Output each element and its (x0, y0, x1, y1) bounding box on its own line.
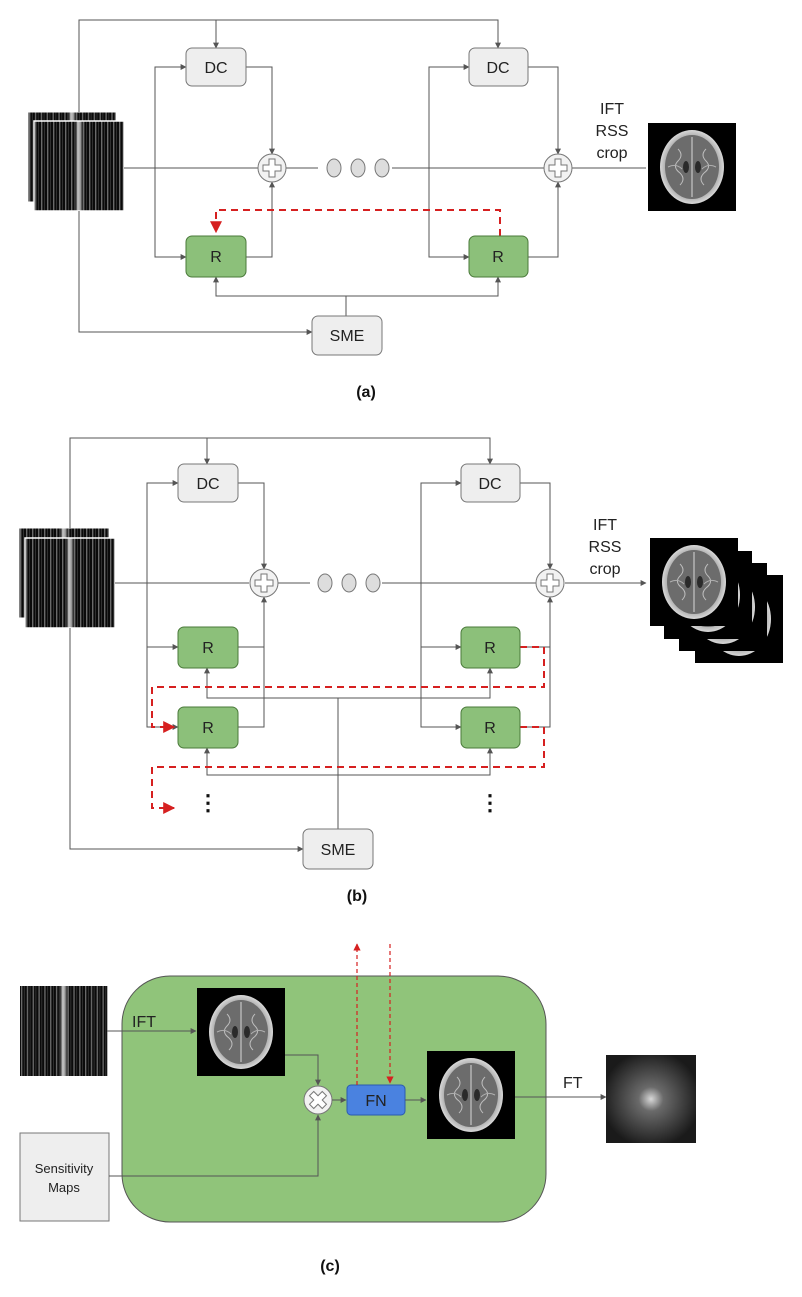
fn-label: FN (365, 1093, 386, 1110)
r-label: R (484, 640, 496, 657)
diagram-a: DC DC R R SME IFT RSS cro (27, 19, 737, 401)
dc-label: DC (196, 476, 219, 493)
fn-block: FN (346, 1084, 406, 1116)
mri-brain-icon (426, 1050, 516, 1140)
caption-b: (b) (347, 888, 367, 905)
r-block-b2-top: R (460, 626, 521, 669)
output-op-rss: RSS (589, 539, 622, 556)
mri-brain-icon (196, 987, 286, 1077)
output-op-ift: IFT (593, 517, 617, 534)
dc-label: DC (204, 60, 227, 77)
sum-node-icon (535, 568, 565, 598)
cascade-ellipsis (317, 573, 381, 593)
r-block-a2: R (468, 235, 529, 278)
sum-node-icon (543, 153, 573, 183)
dc-block-a1: DC (185, 47, 247, 87)
r-block-a1: R (185, 235, 247, 278)
sensitivity-maps-block: Sensitivity Maps (19, 1132, 110, 1222)
r-label: R (210, 249, 222, 266)
output-op-ift: IFT (600, 101, 624, 118)
ift-label: IFT (132, 1014, 156, 1031)
r-block-b1-top: R (177, 626, 239, 669)
output-op-crop: crop (596, 145, 627, 162)
caption-c: (c) (320, 1258, 340, 1275)
dc-block-a2: DC (468, 47, 529, 87)
sum-node-icon (249, 568, 279, 598)
cascade-ellipsis (326, 158, 390, 178)
kspace-stack-icon (18, 527, 116, 629)
r-label: R (202, 720, 214, 737)
kspace-input-icon (20, 986, 108, 1076)
sme-label: SME (321, 842, 356, 859)
dc-block-b1: DC (177, 463, 239, 503)
diagram-b: DC DC R R R R ⋮ ⋮ SME (18, 437, 784, 905)
stack-ellipsis: ⋮ (197, 790, 219, 815)
output-op-rss: RSS (596, 123, 629, 140)
sensitivity-label-line2: Maps (48, 1180, 80, 1195)
mri-brain-stack-icon (649, 537, 784, 664)
caption-a: (a) (356, 384, 376, 401)
r-block-b2-bottom: R (460, 706, 521, 749)
r-label: R (484, 720, 496, 737)
kspace-stack-icon (27, 111, 125, 212)
output-op-crop: crop (589, 561, 620, 578)
sme-block-a: SME (311, 315, 383, 356)
sme-label: SME (330, 328, 365, 345)
sensitivity-label-line1: Sensitivity (35, 1161, 94, 1176)
sme-block-b: SME (302, 828, 374, 870)
sum-node-icon (257, 153, 287, 183)
diagram-c: IFT Sensitivity Maps FN FT (c) (19, 943, 696, 1275)
stack-ellipsis: ⋮ (479, 790, 501, 815)
r-block-b1-bottom: R (177, 706, 239, 749)
r-label: R (202, 640, 214, 657)
multiply-node-icon (303, 1085, 333, 1115)
kspace-spectrum-icon (606, 1055, 696, 1143)
dc-label: DC (486, 60, 509, 77)
dc-block-b2: DC (460, 463, 521, 503)
mri-brain-icon (647, 122, 737, 212)
r-label: R (492, 249, 504, 266)
dc-label: DC (478, 476, 501, 493)
ft-label: FT (563, 1075, 583, 1092)
